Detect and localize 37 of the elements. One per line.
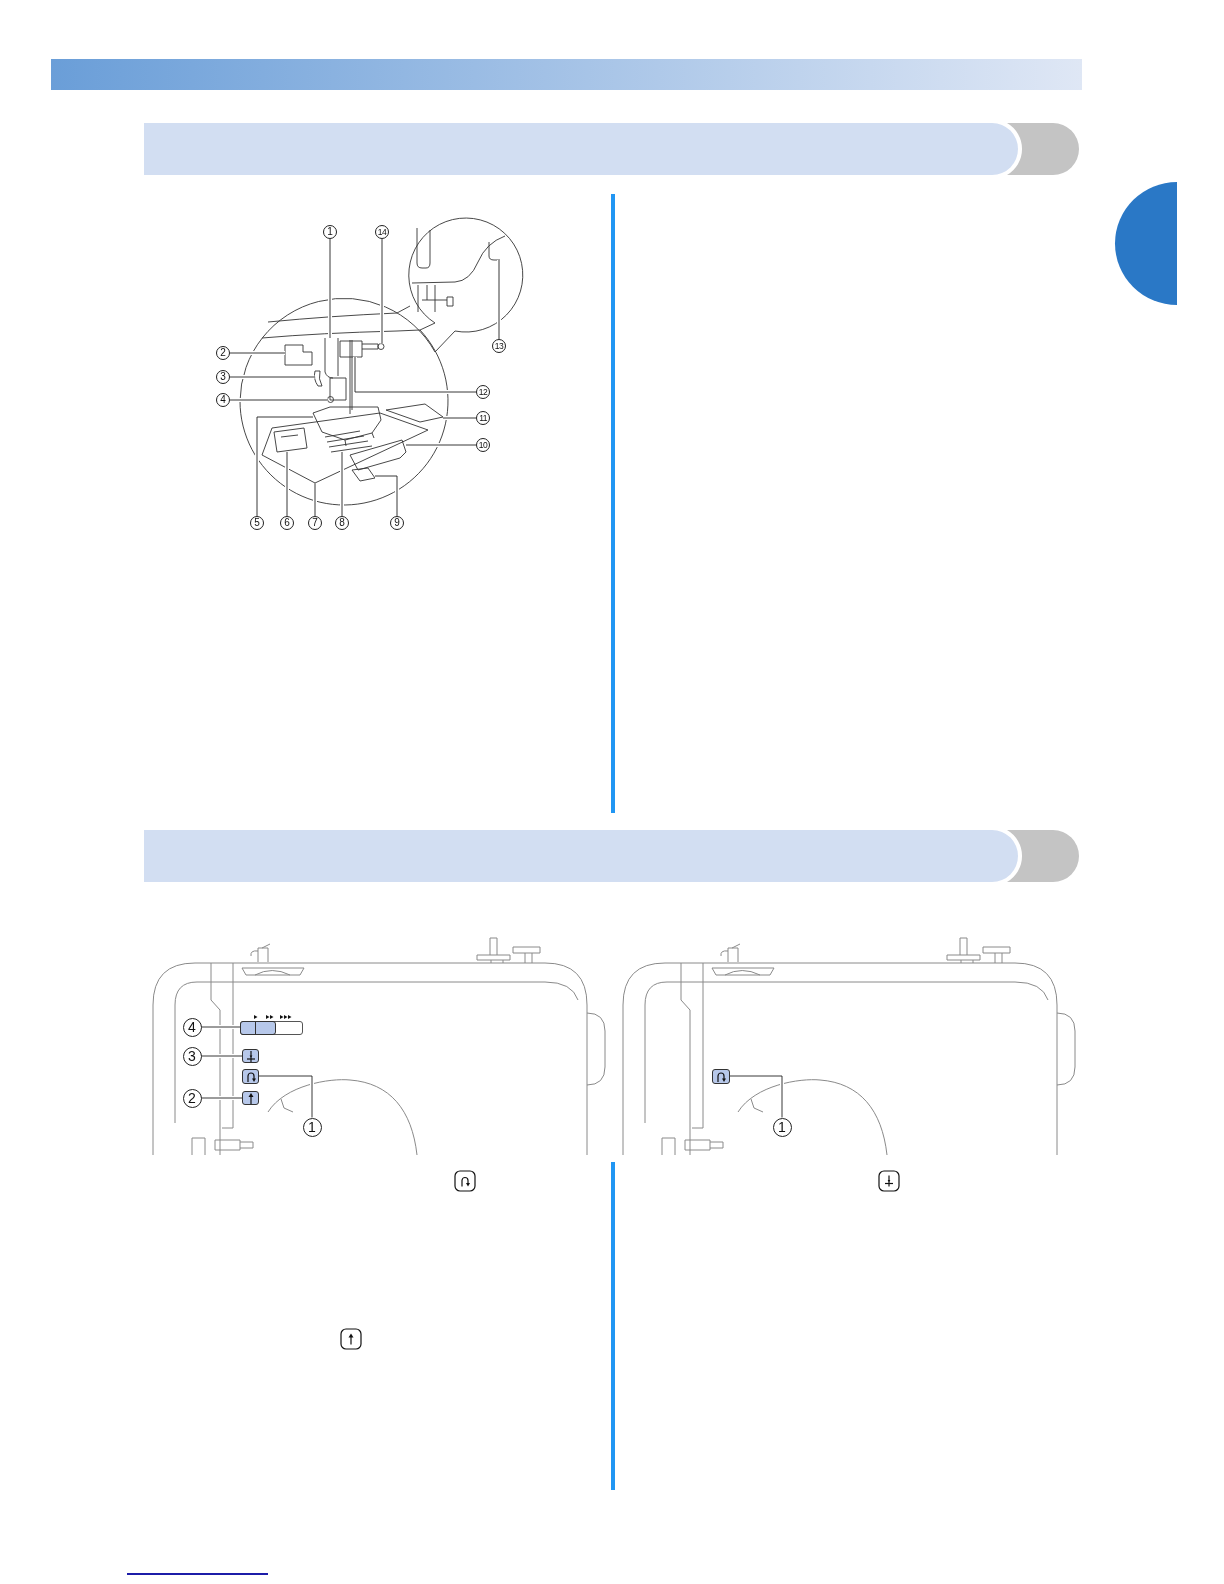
leader-line bbox=[374, 475, 398, 517]
leader-line bbox=[201, 1097, 243, 1099]
thread-guide-hook bbox=[488, 241, 501, 261]
bobbin-cover bbox=[349, 439, 407, 471]
leader-line bbox=[314, 482, 316, 517]
presser-bar bbox=[324, 337, 339, 379]
leader-line bbox=[229, 376, 315, 378]
leader-line bbox=[498, 259, 500, 340]
feed-dogs bbox=[324, 430, 373, 453]
leader-line bbox=[258, 1075, 313, 1118]
bed-plate bbox=[385, 403, 444, 423]
leader-line bbox=[341, 451, 343, 517]
speed-slider bbox=[240, 1021, 303, 1035]
leader-line bbox=[442, 417, 477, 419]
leader-line bbox=[381, 238, 383, 344]
leader-line bbox=[354, 356, 477, 393]
leader-line bbox=[329, 238, 331, 339]
control-button bbox=[242, 1049, 259, 1063]
lever bbox=[314, 370, 323, 387]
control-button bbox=[712, 1069, 730, 1084]
leader-line bbox=[405, 444, 477, 446]
clamp-screw bbox=[361, 343, 385, 350]
control-button bbox=[242, 1091, 259, 1105]
leader-line bbox=[286, 451, 288, 517]
leader-line bbox=[229, 352, 286, 354]
leader-line bbox=[201, 1026, 241, 1028]
leader-line bbox=[256, 416, 314, 517]
leader-line bbox=[201, 1055, 243, 1057]
leader-line bbox=[729, 1075, 783, 1118]
presser-foot bbox=[312, 406, 382, 447]
needle-clamp bbox=[339, 340, 363, 358]
leader-line bbox=[229, 399, 328, 401]
thread-guide bbox=[284, 344, 313, 366]
needle-plate bbox=[261, 412, 429, 484]
plate-window bbox=[273, 427, 308, 453]
screw bbox=[327, 396, 334, 403]
release-button bbox=[351, 467, 376, 482]
